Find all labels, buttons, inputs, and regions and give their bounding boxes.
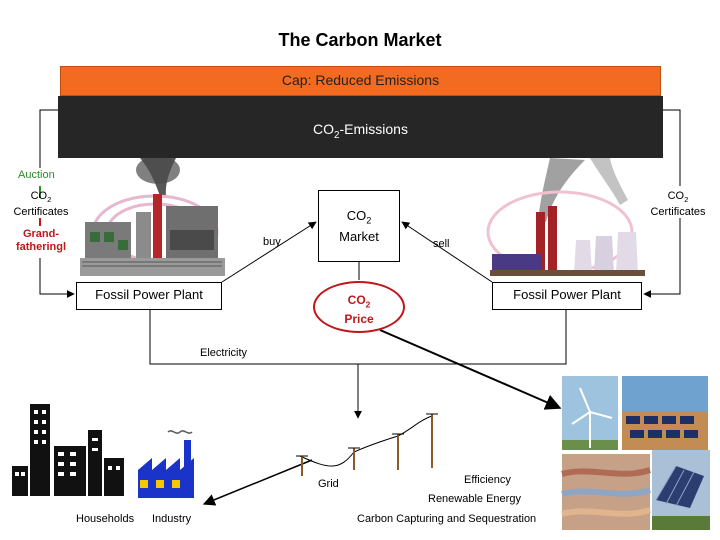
auction-label: Auction <box>18 169 55 181</box>
emissions-bar <box>58 96 663 158</box>
right-power-plant-image <box>486 190 645 276</box>
diagram-title: The Carbon Market <box>278 30 442 50</box>
right-allocation-arrows <box>643 109 681 298</box>
left-allocation-arrows <box>39 109 75 298</box>
cap-label: Cap: Reduced Emissions <box>281 72 440 88</box>
households-label: Households <box>76 513 135 525</box>
solar-field-photo <box>622 376 708 450</box>
emissions-label: CO2-Emissions <box>313 121 408 141</box>
renewable-energy-label: Renewable Energy <box>428 493 521 505</box>
buy-label: buy <box>263 236 281 248</box>
grid-label: Grid <box>318 478 339 490</box>
grandfathering-label: Grand-fatheringl <box>15 228 67 253</box>
left-power-plant-box <box>76 282 222 310</box>
right-power-plant-box <box>492 282 642 310</box>
geology-photo <box>561 454 651 530</box>
left-smoke-plume <box>136 156 180 196</box>
ccs-label: Carbon Capturing and Sequestration <box>357 513 537 525</box>
wind-turbine-photo <box>562 376 618 450</box>
electricity-flow-lines <box>149 310 567 419</box>
electricity-label: Electricity <box>200 347 248 359</box>
industry-label: Industry <box>152 513 192 525</box>
co2-price-ellipse <box>313 281 405 333</box>
left-power-plant-label: Fossil Power Plant <box>95 287 203 302</box>
efficiency-label: Efficiency <box>464 474 511 486</box>
price-signal-arrow <box>379 329 562 410</box>
sell-label: sell <box>433 238 450 250</box>
right-power-plant-label: Fossil Power Plant <box>513 287 621 302</box>
solar-panels-photo <box>652 450 710 530</box>
power-pylons-icon <box>296 413 438 476</box>
grid-to-consumers-arrow <box>202 459 313 506</box>
cap-bar <box>60 66 661 96</box>
city-buildings-icon <box>12 404 124 496</box>
factory-icon <box>138 430 194 498</box>
market-connectors <box>221 221 493 283</box>
co2-market-box <box>318 190 400 262</box>
left-power-plant-image <box>80 194 225 276</box>
